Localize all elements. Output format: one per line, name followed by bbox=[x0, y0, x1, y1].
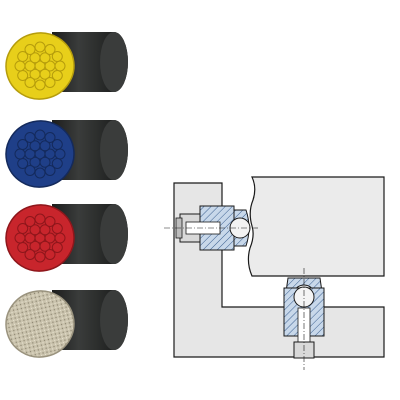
pad-cleat bbox=[44, 44, 56, 55]
pad-cleat bbox=[39, 224, 51, 236]
pad-cleat bbox=[54, 60, 66, 72]
pad-cleat bbox=[14, 60, 26, 72]
pad-cleat bbox=[24, 44, 36, 55]
pad-cleat bbox=[24, 77, 36, 88]
pad-cleat bbox=[54, 232, 66, 244]
pad-cleat bbox=[51, 242, 63, 253]
product-yellow bbox=[5, 32, 128, 100]
pad-cleat bbox=[51, 223, 63, 234]
pad-cleat bbox=[14, 232, 26, 244]
pad-cleat bbox=[44, 165, 56, 176]
pad-cleat bbox=[34, 79, 46, 91]
pad-cleat bbox=[24, 216, 36, 227]
pad-cleat bbox=[34, 251, 46, 263]
pad-cleat bbox=[24, 132, 36, 143]
pad-cleat bbox=[44, 216, 56, 227]
pad-cleat bbox=[34, 129, 46, 141]
pad-cleat bbox=[17, 51, 29, 62]
pad-cleat bbox=[51, 139, 63, 150]
pad-cleat bbox=[17, 158, 29, 169]
fixture-plate bbox=[173, 182, 385, 358]
pad-cleat bbox=[29, 240, 41, 252]
product-body-end bbox=[100, 290, 128, 350]
pad-cleat bbox=[14, 148, 26, 160]
product-body-end bbox=[100, 32, 128, 92]
pad-cleat bbox=[24, 165, 36, 176]
product-diamond bbox=[5, 290, 128, 358]
application-drawing bbox=[164, 176, 385, 370]
bottom-thrust-pad bbox=[283, 268, 325, 370]
pad-cleat bbox=[17, 139, 29, 150]
pad-cleat bbox=[29, 68, 41, 80]
pad-cleat bbox=[44, 77, 56, 88]
product-blue bbox=[5, 120, 128, 188]
pad-cleat bbox=[39, 52, 51, 64]
product-red bbox=[5, 204, 128, 272]
pad-cleat bbox=[24, 249, 36, 260]
pad-cleat bbox=[44, 249, 56, 260]
pad-cleat bbox=[34, 213, 46, 225]
workpiece bbox=[247, 176, 385, 277]
pad-cleat bbox=[51, 158, 63, 169]
pad-cleat bbox=[51, 51, 63, 62]
pad-cleat bbox=[17, 70, 29, 81]
pad-cleat bbox=[54, 148, 66, 160]
pad-cleat bbox=[29, 156, 41, 168]
contact-pad bbox=[5, 290, 75, 358]
pad-cleat bbox=[39, 140, 51, 152]
product-body-end bbox=[100, 204, 128, 264]
pad-cleat bbox=[34, 41, 46, 53]
pad-cleat bbox=[51, 70, 63, 81]
pad-cleat bbox=[17, 242, 29, 253]
product-body-end bbox=[100, 120, 128, 180]
product-photos bbox=[5, 32, 128, 358]
pad-cleat bbox=[44, 132, 56, 143]
pad-cleat bbox=[17, 223, 29, 234]
pad-cleat bbox=[34, 167, 46, 179]
side-thrust-pad bbox=[164, 205, 260, 251]
